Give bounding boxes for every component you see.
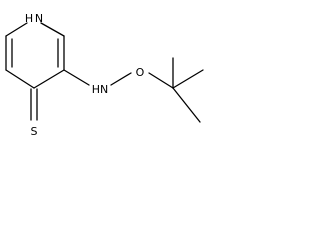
bond-o-ctert [148, 72, 174, 89]
oxygen-label: O [136, 66, 145, 79]
ring-nitrogen-label: N [35, 12, 43, 25]
bond-c3-nh [63, 69, 90, 86]
ring-nitrogen-hydrogen-label: H [25, 12, 33, 25]
bond-ctert-methyl-right [172, 69, 204, 89]
bond-c4-c5 [5, 69, 35, 89]
chemical-structure-diagram: H N HN O S [5, 12, 204, 138]
sulfur-label: S [31, 125, 38, 138]
amine-group-label: HN [92, 83, 109, 96]
bond-c3-c4 [33, 69, 65, 89]
bond-nh-o [110, 72, 132, 86]
bond-n1-c2 [40, 22, 65, 37]
bond-ctert-methyl-down [172, 87, 201, 123]
bond-c6-n1 [5, 22, 28, 37]
